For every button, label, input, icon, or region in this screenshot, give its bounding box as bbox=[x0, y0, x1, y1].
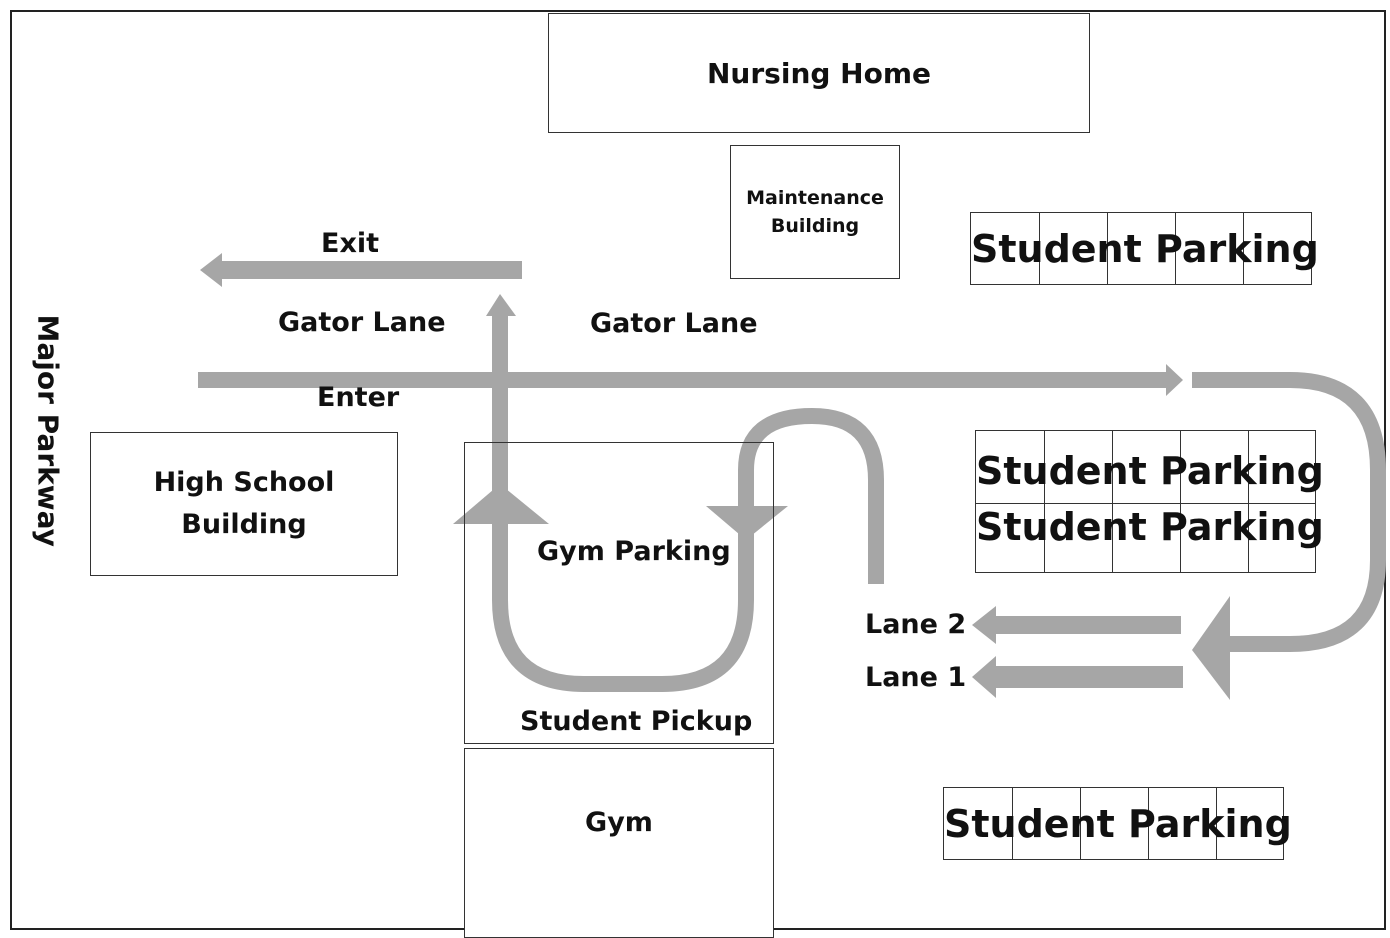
up-arrow-head bbox=[453, 484, 549, 524]
student-parking-label: Student Parking bbox=[971, 227, 1319, 271]
gator-lane-label-right: Gator Lane bbox=[590, 308, 758, 339]
lanes-arrow-head bbox=[1192, 596, 1230, 700]
gym-label: Gym bbox=[585, 807, 653, 838]
student-parking-label: Student Parking bbox=[944, 802, 1292, 846]
enter-arrow bbox=[198, 364, 1183, 396]
student-pickup-label: Student Pickup bbox=[520, 706, 753, 737]
maintenance-label-line2: Building bbox=[770, 215, 860, 237]
lane2-arrow bbox=[972, 606, 1181, 644]
traffic-arrows bbox=[198, 253, 1386, 700]
student-parking-label: Student Parking bbox=[976, 505, 1324, 549]
high-school-building: High School Building bbox=[90, 432, 398, 576]
maintenance-label-line1: Maintenance bbox=[746, 187, 884, 209]
student-parking-south: Student Parking bbox=[943, 787, 1292, 860]
high-school-label-line2: Building bbox=[181, 509, 307, 540]
exit-label: Exit bbox=[321, 228, 380, 259]
lane2-label: Lane 2 bbox=[865, 609, 967, 640]
lane1-label: Lane 1 bbox=[865, 662, 967, 693]
student-parking-north: Student Parking bbox=[970, 212, 1319, 285]
gym-building: Gym bbox=[464, 748, 774, 938]
gym-parking-label: Gym Parking bbox=[537, 536, 731, 567]
student-parking-label: Student Parking bbox=[976, 449, 1324, 493]
maintenance-building: Maintenance Building bbox=[730, 145, 900, 279]
gym-parking-area bbox=[464, 442, 774, 744]
high-school-label-line1: High School bbox=[153, 467, 335, 498]
exit-arrow bbox=[200, 253, 522, 287]
lane1-arrow bbox=[972, 656, 1183, 698]
nursing-home-label: Nursing Home bbox=[707, 56, 931, 90]
major-parkway-label: Major Parkway bbox=[31, 314, 65, 547]
exit-up-arrow-head bbox=[486, 294, 516, 316]
enter-label: Enter bbox=[317, 382, 400, 413]
student-parking-middle: Student Parking Student Parking bbox=[975, 430, 1324, 573]
nursing-home: Nursing Home bbox=[548, 13, 1090, 133]
gator-lane-label-left: Gator Lane bbox=[278, 307, 446, 338]
